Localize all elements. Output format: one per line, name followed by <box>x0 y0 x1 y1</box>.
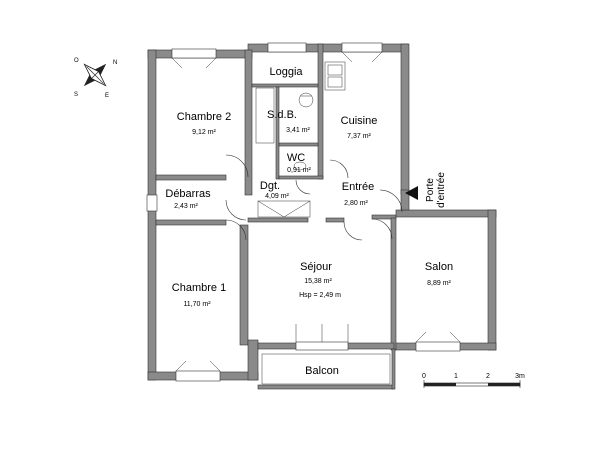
label-chambre2: Chambre 2 <box>177 111 231 123</box>
doors <box>225 154 403 241</box>
closet <box>257 200 311 218</box>
compass-north: N <box>113 60 117 66</box>
entrance-label: Porte d'entrée <box>425 172 447 208</box>
area-cuisine: 7,37 m² <box>347 133 371 140</box>
compass-east: E <box>105 93 109 99</box>
scale-label-3: 3m <box>515 373 525 380</box>
area-wc: 0,91 m² <box>287 167 311 174</box>
kitchen-sink <box>324 61 346 91</box>
label-wc: WC <box>287 152 305 164</box>
compass-rose: N E S O <box>74 58 117 99</box>
area-chambre1: 11,70 m² <box>183 301 211 308</box>
scale-label-2: 2 <box>486 373 490 380</box>
compass-west: O <box>74 58 79 64</box>
window-sashes <box>171 51 461 372</box>
area-debarras: 2,43 m² <box>174 203 198 210</box>
label-balcon: Balcon <box>305 365 339 377</box>
label-chambre1: Chambre 1 <box>172 282 226 294</box>
room-labels: Chambre 2 9,12 m² Loggia S.d.B. 3,41 m² … <box>165 66 453 377</box>
label-entree: Entrée <box>342 181 374 193</box>
ceiling-height: Hsp = 2,49 m <box>299 292 341 299</box>
area-salon: 8,89 m² <box>427 280 451 287</box>
area-chambre2: 9,12 m² <box>192 129 216 136</box>
area-sdb: 3,41 m² <box>286 127 310 134</box>
entrance-arrow <box>405 186 418 200</box>
label-sdb: S.d.B. <box>267 109 297 121</box>
label-degagement: Dgt. <box>260 180 280 192</box>
scale-label-0: 0 <box>422 373 426 380</box>
entrance-line1: Porte <box>425 178 436 202</box>
label-loggia: Loggia <box>269 66 303 78</box>
entrance-line2: d'entrée <box>436 172 447 208</box>
label-sejour: Séjour <box>300 261 332 273</box>
area-degagement: 4,09 m² <box>265 193 289 200</box>
scale-label-1: 1 <box>454 373 458 380</box>
area-sejour: 15,38 m² <box>304 278 332 285</box>
bathroom-fixtures <box>255 87 314 171</box>
scale-bar: 0 1 2 3m <box>422 373 525 388</box>
label-cuisine: Cuisine <box>341 115 378 127</box>
balcony-floor <box>261 353 391 385</box>
compass-south: S <box>74 92 78 98</box>
area-entree: 2,80 m² <box>344 200 368 207</box>
label-salon: Salon <box>425 261 453 273</box>
label-debarras: Débarras <box>165 188 211 200</box>
